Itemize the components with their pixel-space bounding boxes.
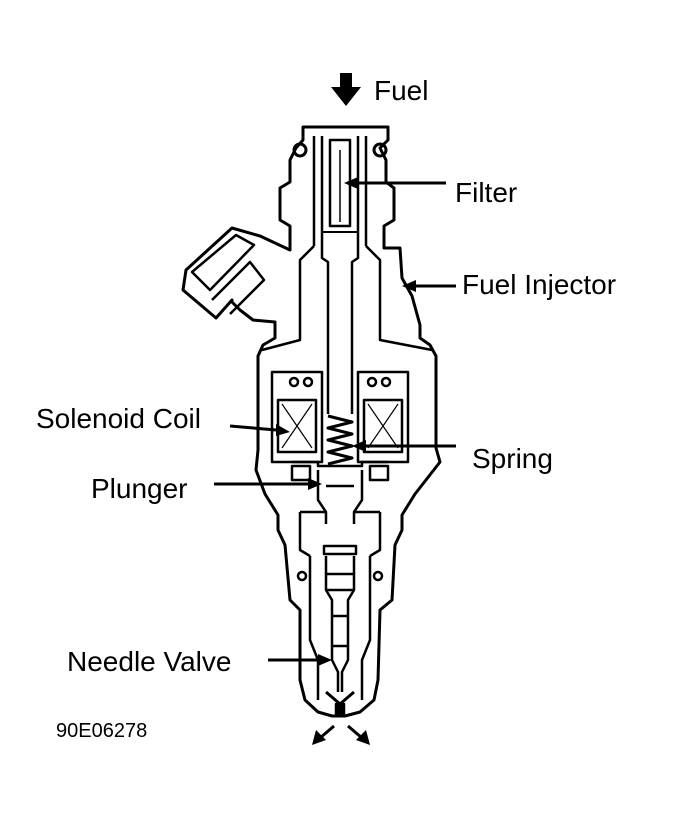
- internal-details: [261, 136, 433, 716]
- injector-body: [181, 125, 442, 718]
- label-plunger: Plunger: [91, 473, 188, 504]
- figure-code: 90E06278: [56, 720, 147, 742]
- spray-arrows: [312, 724, 370, 745]
- label-fuel-injector: Fuel Injector: [462, 269, 616, 300]
- fuel-inflow-arrow: [331, 73, 361, 106]
- label-filter: Filter: [455, 177, 517, 208]
- label-needle-valve: Needle Valve: [67, 646, 231, 677]
- leader-arrows: [214, 177, 456, 666]
- label-fuel: Fuel: [374, 75, 428, 106]
- label-spring: Spring: [472, 443, 553, 474]
- label-solenoid-coil: Solenoid Coil: [36, 403, 201, 434]
